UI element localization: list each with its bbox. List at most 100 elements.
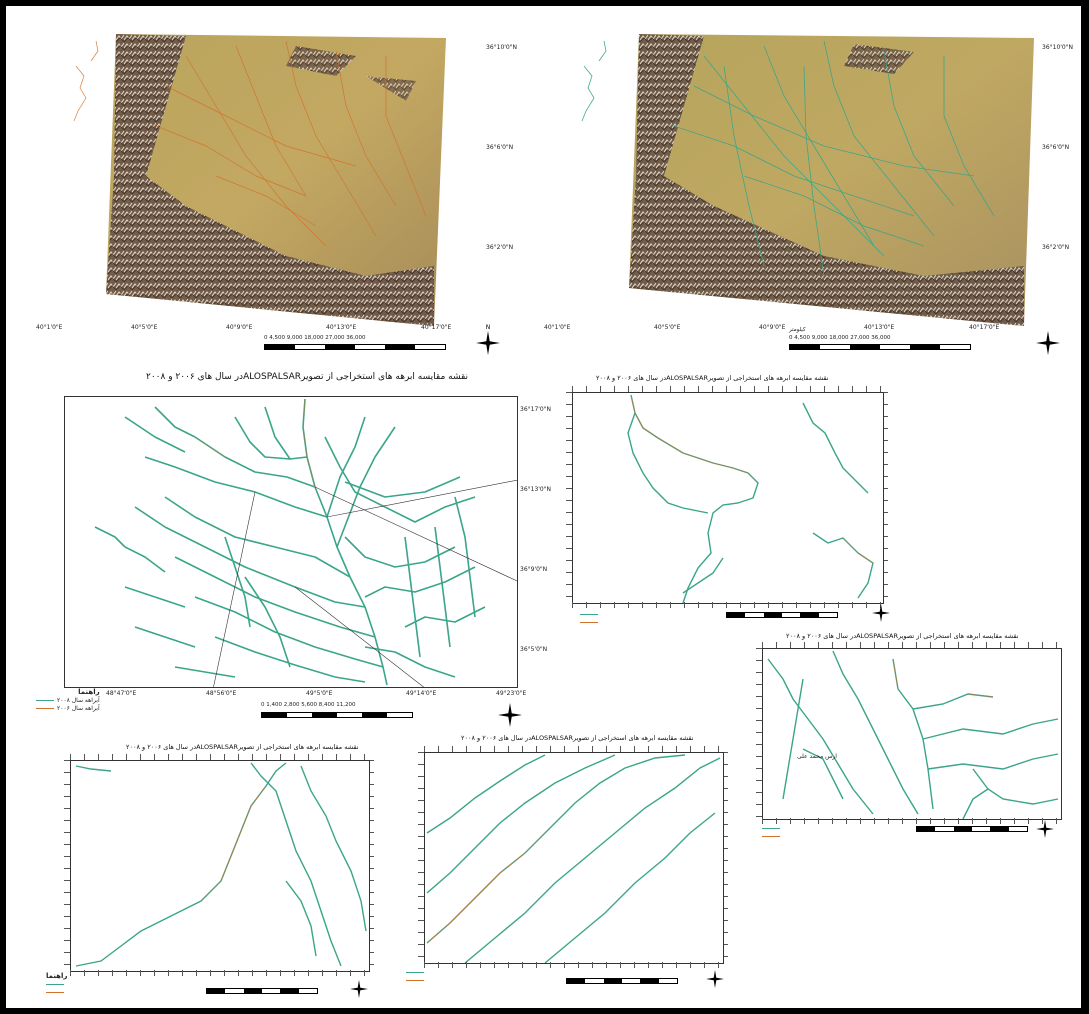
inset-title: نقشه مقایسه ابرهه های استخراجی از تصویرA…	[126, 743, 359, 751]
lat-tick-label: 36°10'0"N	[486, 44, 517, 51]
inset-tick-col	[756, 648, 762, 818]
inset-place-label: ارس محمد علی	[797, 753, 837, 760]
legend-swatch	[762, 827, 780, 829]
lon-tick-label: 40°5'0"E	[131, 324, 158, 331]
north-arrow-icon	[1036, 820, 1054, 838]
inset-legend	[406, 968, 424, 984]
inset-legend	[580, 610, 598, 626]
scale-bar	[789, 344, 971, 350]
lon-tick-label: 40°13'0"E	[326, 324, 357, 331]
legend-swatch	[46, 991, 64, 993]
inset-tick-row	[572, 386, 882, 392]
inset-streams	[627, 394, 874, 603]
north-arrow-icon	[706, 970, 724, 988]
scale-labels: 0 1,400 2,800 5,600 8,400 11,200	[261, 702, 356, 708]
legend-label: آبراهه سال ۲۰۰۶	[57, 704, 100, 712]
inset-tick-row	[424, 962, 722, 968]
lon-tick-label: 40°13'0"E	[864, 324, 895, 331]
legend-title: راهنما	[46, 972, 68, 980]
legend-swatch	[580, 621, 598, 623]
inset-title: نقشه مقایسه ابرهه های استخراجی از تصویرA…	[786, 632, 1019, 640]
legend-label: آبراهه سال ۲۰۰۸	[57, 696, 100, 704]
scale-bar	[264, 344, 446, 350]
north-arrow-icon	[498, 703, 522, 727]
inset-tick-col	[566, 392, 572, 602]
inset-title: نقشه مقایسه ابرهه های استخراجی از تصویرA…	[461, 734, 694, 742]
lat-tick-label: 36°6'0"N	[1042, 144, 1070, 151]
north-arrow-icon	[350, 980, 368, 998]
top-left-map-panel: 36°10'0"N 36°6'0"N 36°2'0"N 40°1'0"E 40°…	[36, 26, 517, 366]
north-arrow-icon	[1036, 331, 1060, 355]
lon-tick-label: 48°47'0"E	[106, 690, 137, 697]
inset-streams	[75, 762, 367, 967]
scale-labels: 0 4,500 9,000 18,000 27,000 36,000	[789, 335, 891, 341]
center-streams	[94, 398, 517, 687]
lon-tick-label: 40°1'0"E	[544, 324, 571, 331]
inset-title: نقشه مقایسه ابرهه های استخراجی از تصویرA…	[596, 374, 829, 382]
legend-swatch	[36, 699, 54, 701]
lat-tick-label: 36°2'0"N	[1042, 244, 1070, 251]
legend-swatch	[406, 971, 424, 973]
top-left-streams	[73, 40, 427, 247]
legend-title: راهنما	[78, 688, 100, 696]
inset-tick-col	[882, 392, 888, 602]
center-legend: راهنما آبراهه سال ۲۰۰۸ آبراهه سال ۲۰۰۶	[36, 688, 100, 712]
lon-tick-label: 48°56'0"E	[206, 690, 237, 697]
legend-item-2006: آبراهه سال ۲۰۰۶	[36, 704, 100, 712]
north-arrow-icon: N	[476, 324, 500, 355]
top-left-terrain-image	[73, 34, 446, 326]
map-sheet: 36°10'0"N 36°6'0"N 36°2'0"N 40°1'0"E 40°…	[6, 6, 1081, 1008]
north-arrow-icon	[872, 604, 890, 622]
lat-tick-label: 36°2'0"N	[486, 244, 514, 251]
legend-swatch	[36, 707, 54, 709]
svg-text:N: N	[486, 324, 491, 331]
center-map-title: نقشه مقایسه ابرهه های استخراجی از تصویرA…	[146, 372, 469, 382]
inset-top-right-map	[572, 392, 884, 604]
scale-unit: کیلومتر	[789, 327, 806, 333]
inset-tick-row	[70, 754, 368, 760]
lat-tick-label: 36°10'0"N	[1042, 44, 1073, 51]
scale-bar	[261, 712, 413, 718]
inset-legend: راهنما	[46, 972, 67, 996]
lat-tick-label: 36°9'0"N	[520, 566, 548, 573]
lon-tick-label: 40°5'0"E	[654, 324, 681, 331]
inset-streams	[426, 754, 721, 963]
inset-legend	[762, 824, 780, 840]
inset-tick-col	[418, 752, 424, 962]
inset-tick-col	[722, 752, 728, 962]
inset-streams	[767, 650, 1059, 819]
lat-tick-label: 36°17'0"N	[520, 406, 551, 413]
inset-right-map: ارس محمد علی	[762, 648, 1062, 820]
legend-swatch	[46, 983, 64, 985]
inset-tick-row	[762, 642, 1060, 648]
scale-labels: 0 4,500 9,000 18,000 27,000 36,000	[264, 335, 366, 341]
scale-bar	[726, 612, 838, 618]
top-right-streams	[581, 40, 995, 277]
legend-item-2008: آبراهه سال ۲۰۰۸	[36, 696, 100, 704]
lat-tick-label: 36°5'0"N	[520, 646, 548, 653]
legend-swatch	[406, 979, 424, 981]
lon-tick-label: 40°9'0"E	[759, 324, 786, 331]
top-right-map-panel: 36°10'0"N 36°6'0"N 36°2'0"N 40°1'0"E 40°…	[544, 26, 1074, 366]
inset-tick-row	[572, 602, 882, 608]
lon-tick-label: 49°23'0"E	[496, 690, 527, 697]
legend-swatch	[580, 613, 598, 615]
center-stream-map	[64, 396, 518, 688]
inset-bottom-center-map	[424, 752, 724, 964]
legend-swatch	[762, 835, 780, 837]
scale-bar	[206, 988, 318, 994]
inset-tick-row	[762, 818, 1060, 824]
lon-tick-label: 40°9'0"E	[226, 324, 253, 331]
lon-tick-label: 49°5'0"E	[306, 690, 333, 697]
lat-tick-label: 36°13'0"N	[520, 486, 551, 493]
inset-tick-row	[70, 970, 368, 976]
inset-tick-col	[64, 760, 70, 970]
lon-tick-label: 40°17'0"E	[969, 324, 1000, 331]
top-right-terrain-image	[581, 34, 1034, 326]
inset-tick-row	[424, 746, 722, 752]
scale-bar	[566, 978, 678, 984]
inset-bottom-left-map	[70, 760, 370, 972]
lat-tick-label: 36°6'0"N	[486, 144, 514, 151]
lon-tick-label: 40°1'0"E	[36, 324, 63, 331]
lon-tick-label: 49°14'0"E	[406, 690, 437, 697]
